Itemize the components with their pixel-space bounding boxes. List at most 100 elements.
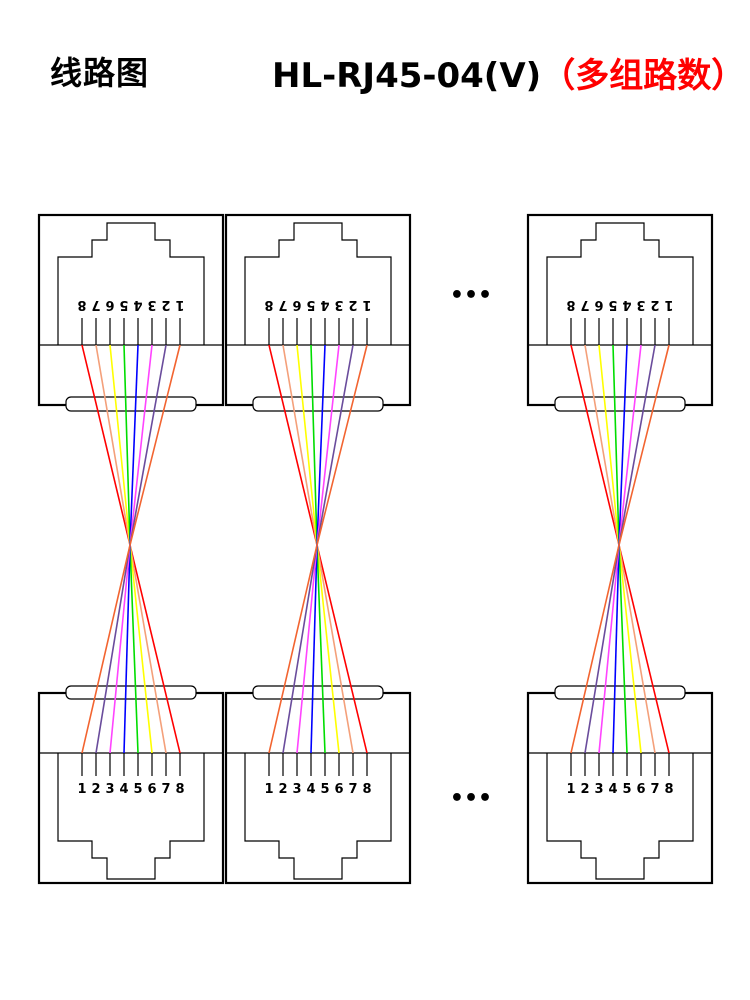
wire-bottom-pin-4 — [310, 544, 318, 754]
bottom-pin-label: 5 — [320, 782, 329, 797]
top-pin-label: 7 — [278, 297, 287, 312]
bottom-pin-label: 8 — [175, 782, 184, 797]
top-pin-label: 3 — [147, 297, 156, 312]
wires — [268, 344, 368, 754]
top-pin-label: 2 — [348, 297, 357, 312]
wire-bottom-pin-5 — [316, 544, 326, 754]
wire-top-pin-5 — [310, 344, 318, 546]
bottom-latch-slot — [252, 685, 384, 700]
wire-top-pin-7 — [282, 344, 318, 546]
wire-bottom-pin-4 — [123, 544, 131, 754]
wire-top-pin-1 — [618, 344, 670, 546]
wire-bottom-pin-6 — [129, 544, 153, 754]
top-pin-label: 7 — [580, 297, 589, 312]
bottom-pin-label: 4 — [608, 782, 617, 797]
wire-bottom-pin-8 — [129, 544, 181, 754]
bottom-jack-outline — [546, 753, 694, 880]
wire-top-pin-8 — [268, 344, 318, 546]
bottom-jack-outline — [244, 753, 392, 880]
bottom-pin-label: 3 — [292, 782, 301, 797]
top-jack-outline — [546, 222, 694, 345]
bottom-pin-label: 5 — [133, 782, 142, 797]
top-latch-slot — [554, 396, 686, 412]
wire-top-pin-3 — [618, 344, 642, 546]
top-latch-slot — [65, 396, 197, 412]
top-pin-label: 2 — [161, 297, 170, 312]
bottom-pin-label: 1 — [566, 782, 575, 797]
top-pin-label: 4 — [133, 297, 142, 312]
top-jack-outline — [244, 222, 392, 345]
bottom-pin-label: 2 — [278, 782, 287, 797]
wire-top-pin-7 — [584, 344, 620, 546]
wire-top-pin-8 — [81, 344, 131, 546]
model-number: HL-RJ45-04(V) — [272, 56, 542, 96]
wires — [570, 344, 670, 754]
top-pin-label: 8 — [77, 297, 86, 312]
bottom-pin-label: 2 — [580, 782, 589, 797]
wire-top-pin-4 — [129, 344, 139, 546]
diagram-title: 线路图 — [50, 54, 150, 92]
wire-top-pin-4 — [618, 344, 628, 546]
wire-top-pin-1 — [129, 344, 181, 546]
wire-top-pin-6 — [598, 344, 620, 546]
bottom-pin-label: 8 — [664, 782, 673, 797]
wire-top-pin-3 — [316, 344, 340, 546]
bottom-jack-frame — [224, 691, 412, 885]
wire-bottom-pin-3 — [598, 544, 620, 754]
wires — [81, 344, 181, 754]
wire-top-pin-5 — [123, 344, 131, 546]
top-pin-label: 2 — [650, 297, 659, 312]
top-pin-label: 6 — [105, 297, 114, 312]
bottom-latch-slot — [65, 685, 197, 700]
bottom-jack-frame — [526, 691, 714, 885]
top-pin-label: 6 — [292, 297, 301, 312]
bottom-pin-label: 8 — [362, 782, 371, 797]
wire-top-pin-3 — [129, 344, 153, 546]
top-jack-outline — [57, 222, 205, 345]
top-pin-label: 7 — [91, 297, 100, 312]
wire-top-pin-6 — [296, 344, 318, 546]
top-pin-label: 6 — [594, 297, 603, 312]
wire-top-pin-8 — [570, 344, 620, 546]
model-title: HL-RJ45-04(V)（多组路数） — [272, 48, 745, 97]
wire-bottom-pin-2 — [95, 544, 131, 754]
top-pin-label: 1 — [175, 297, 184, 312]
bottom-pin-label: 7 — [161, 782, 170, 797]
top-jack-frame — [224, 213, 412, 407]
wire-top-pin-1 — [316, 344, 368, 546]
bottom-pin-label: 7 — [650, 782, 659, 797]
bottom-pin-label: 4 — [119, 782, 128, 797]
top-pin-label: 8 — [264, 297, 273, 312]
top-pin-label: 4 — [622, 297, 631, 312]
wire-top-pin-2 — [129, 344, 167, 546]
wire-bottom-pin-1 — [268, 544, 318, 754]
top-pin-label: 5 — [306, 297, 315, 312]
bottom-pin-label: 1 — [264, 782, 273, 797]
bottom-pin-label: 2 — [91, 782, 100, 797]
wire-bottom-pin-4 — [612, 544, 620, 754]
top-jack-frame — [526, 213, 714, 407]
top-pin-label: 3 — [636, 297, 645, 312]
wire-top-pin-6 — [109, 344, 131, 546]
top-jack-frame — [37, 213, 225, 407]
bottom-pin-label: 6 — [636, 782, 645, 797]
wire-bottom-pin-1 — [570, 544, 620, 754]
model-note: （多组路数） — [541, 56, 746, 96]
wire-bottom-pin-3 — [109, 544, 131, 754]
wire-top-pin-2 — [316, 344, 354, 546]
wire-top-pin-2 — [618, 344, 656, 546]
wire-bottom-pin-5 — [618, 544, 628, 754]
bottom-pin-label: 4 — [306, 782, 315, 797]
wire-bottom-pin-5 — [129, 544, 139, 754]
bottom-latch-slot — [554, 685, 686, 700]
wire-bottom-pin-8 — [618, 544, 670, 754]
bottom-pin-label: 3 — [105, 782, 114, 797]
top-pin-label: 5 — [119, 297, 128, 312]
